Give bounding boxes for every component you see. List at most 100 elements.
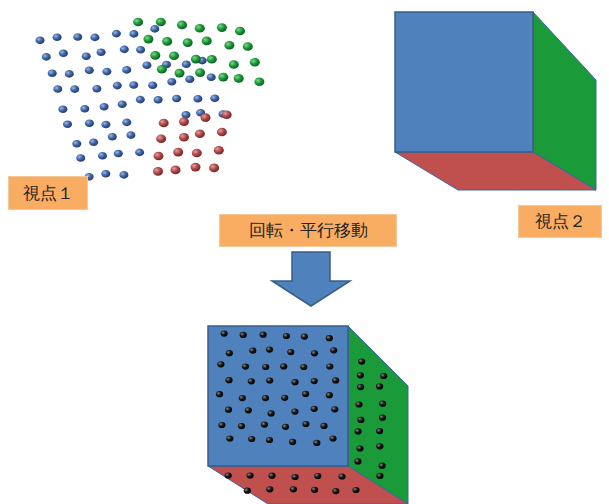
point (311, 378, 318, 384)
point (234, 74, 244, 83)
point (167, 78, 176, 86)
point (201, 113, 211, 122)
label-text: 回転・平行移動 (249, 219, 368, 242)
point (159, 119, 169, 128)
point (53, 85, 62, 93)
point (355, 401, 362, 407)
point (266, 437, 273, 443)
point (250, 58, 260, 67)
point (243, 42, 253, 51)
point (245, 407, 252, 413)
point (266, 377, 273, 383)
point (268, 473, 275, 479)
point (291, 409, 298, 415)
point (179, 117, 189, 126)
point (229, 60, 239, 69)
point (302, 421, 309, 427)
point-cloud (36, 18, 265, 181)
point (102, 68, 111, 76)
point (42, 53, 51, 61)
point (225, 407, 232, 413)
point (85, 67, 94, 75)
point (222, 110, 232, 119)
label-text: 視点１ (23, 182, 74, 205)
point (177, 21, 187, 30)
point (80, 105, 89, 113)
point (239, 395, 246, 401)
point (133, 18, 143, 27)
point (218, 73, 228, 82)
point (59, 50, 68, 58)
point (53, 33, 62, 41)
point (291, 379, 298, 385)
point (289, 439, 296, 445)
cube (395, 12, 596, 190)
down-arrow (272, 252, 350, 306)
point (379, 415, 386, 421)
point (311, 406, 318, 412)
point (207, 73, 216, 81)
point (173, 148, 183, 157)
point (224, 41, 234, 50)
point (302, 391, 309, 397)
point (326, 392, 333, 398)
point (379, 401, 386, 407)
point (379, 463, 386, 469)
point (300, 364, 307, 370)
point (357, 384, 364, 390)
label-box: 視点２ (518, 205, 602, 238)
point (182, 61, 191, 69)
point (108, 133, 117, 141)
point (311, 350, 318, 356)
point (202, 37, 212, 46)
point (76, 154, 85, 162)
point (135, 149, 144, 157)
label-text: 視点２ (535, 210, 586, 233)
point (101, 170, 110, 178)
point (209, 164, 219, 173)
point (242, 364, 249, 370)
point (260, 332, 267, 338)
point (221, 331, 228, 337)
point (92, 85, 101, 93)
point (179, 133, 189, 142)
point (247, 472, 254, 478)
point (207, 55, 217, 64)
point (311, 487, 318, 493)
point (268, 410, 275, 416)
point (142, 61, 151, 69)
point (100, 103, 109, 111)
point (114, 150, 123, 158)
point (217, 23, 227, 32)
point (280, 363, 287, 369)
point (73, 33, 82, 41)
point (214, 146, 224, 155)
point (266, 347, 273, 353)
point (380, 373, 387, 379)
point (150, 51, 160, 60)
point (120, 46, 129, 54)
point (210, 95, 219, 103)
point (355, 428, 362, 434)
point (193, 95, 202, 103)
point (290, 486, 297, 492)
point (326, 363, 333, 369)
point (153, 167, 163, 176)
point (329, 435, 336, 441)
point (292, 474, 299, 480)
point (332, 488, 339, 494)
point (171, 166, 181, 175)
point (357, 417, 364, 423)
point (90, 34, 99, 42)
point (287, 349, 294, 355)
point (169, 51, 179, 60)
point (70, 85, 79, 93)
point (172, 95, 181, 103)
point (136, 96, 145, 104)
point (354, 458, 361, 464)
point (338, 473, 345, 479)
point (217, 128, 227, 137)
point (136, 46, 145, 54)
point (216, 391, 223, 397)
